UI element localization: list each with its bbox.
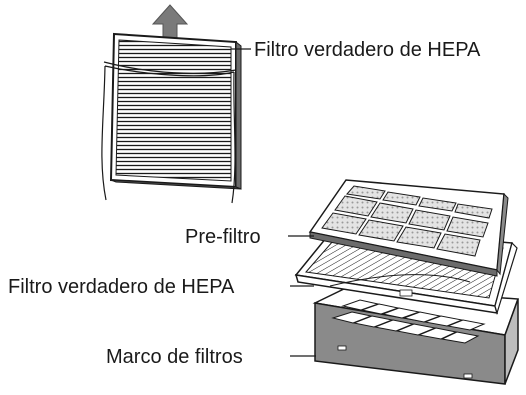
label-hepa-filter-top: Filtro verdadero de HEPA: [254, 39, 481, 61]
hepa-filter-lifted: [101, 4, 251, 204]
label-pre-filter: Pre-filtro: [185, 226, 261, 248]
label-filter-frame: Marco de filtros: [106, 346, 243, 368]
label-hepa-filter-middle: Filtro verdadero de HEPA: [8, 276, 235, 298]
pre-filter: [288, 179, 509, 277]
